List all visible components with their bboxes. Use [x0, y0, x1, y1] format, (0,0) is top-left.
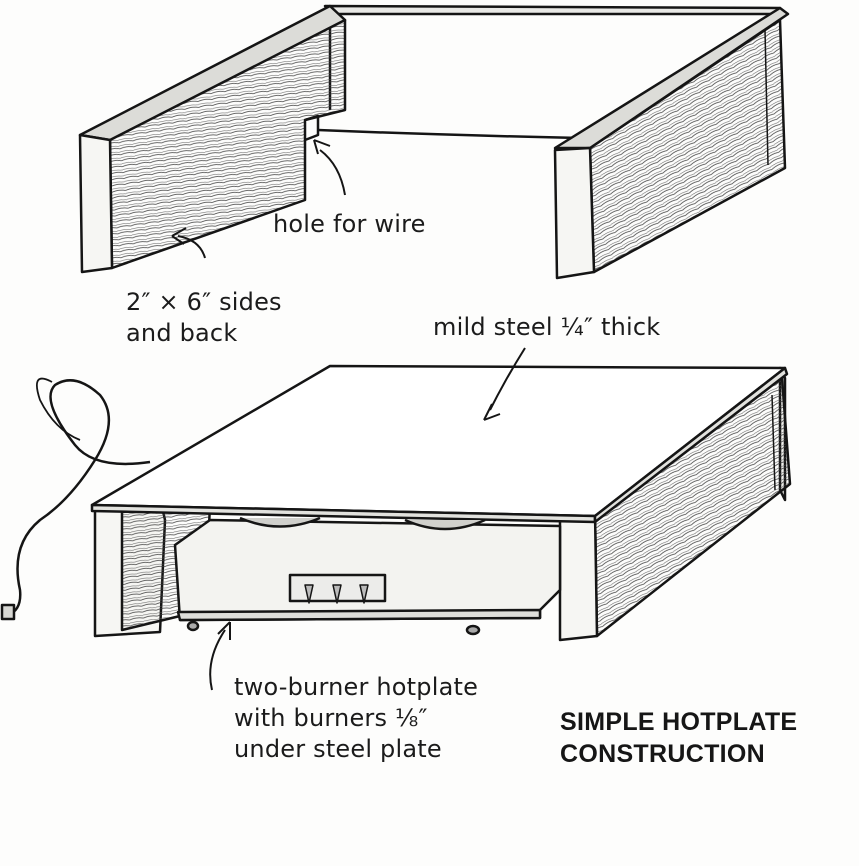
arrows-top — [171, 139, 346, 259]
arrow-sides — [177, 235, 206, 259]
wire-hole-notch — [304, 114, 320, 142]
right-side-board-end — [553, 146, 596, 280]
burner-right — [404, 518, 486, 531]
plug — [0, 603, 16, 621]
arrow-hole-for-wire — [319, 149, 346, 196]
caption-line2: CONSTRUCTION — [560, 740, 765, 768]
label-hotplate-line1: two-burner hotplate — [234, 673, 479, 701]
back-board-top-edge — [323, 4, 787, 16]
wooden-frame-open — [78, 4, 790, 280]
label-sides-line1: 2″ × 6″ sides — [126, 288, 282, 316]
caption-line1: SIMPLE HOTPLATE — [560, 708, 798, 736]
label-hole-for-wire: hole for wire — [273, 210, 426, 238]
power-cord — [7, 379, 151, 617]
left-side-board-end — [78, 133, 114, 274]
bottom-right-board-end — [558, 510, 599, 642]
assembled-hotplate — [0, 364, 792, 642]
arrows-bottom — [209, 347, 526, 691]
label-hotplate-line2: with burners ⅛″ — [234, 704, 428, 732]
label-sides-line2: and back — [126, 319, 238, 347]
arrow-steel — [489, 347, 526, 411]
foot-right — [465, 624, 481, 636]
label-steel: mild steel ¼″ thick — [433, 313, 661, 341]
hotplate-body — [173, 518, 562, 622]
foot-left — [186, 620, 200, 632]
frame-floor-line — [317, 128, 581, 140]
arrow-hotplate — [209, 629, 226, 691]
right-side-board — [588, 18, 787, 274]
label-hotplate-line3: under steel plate — [234, 735, 442, 763]
control-knobs — [304, 584, 369, 604]
burner-left — [239, 516, 321, 528]
